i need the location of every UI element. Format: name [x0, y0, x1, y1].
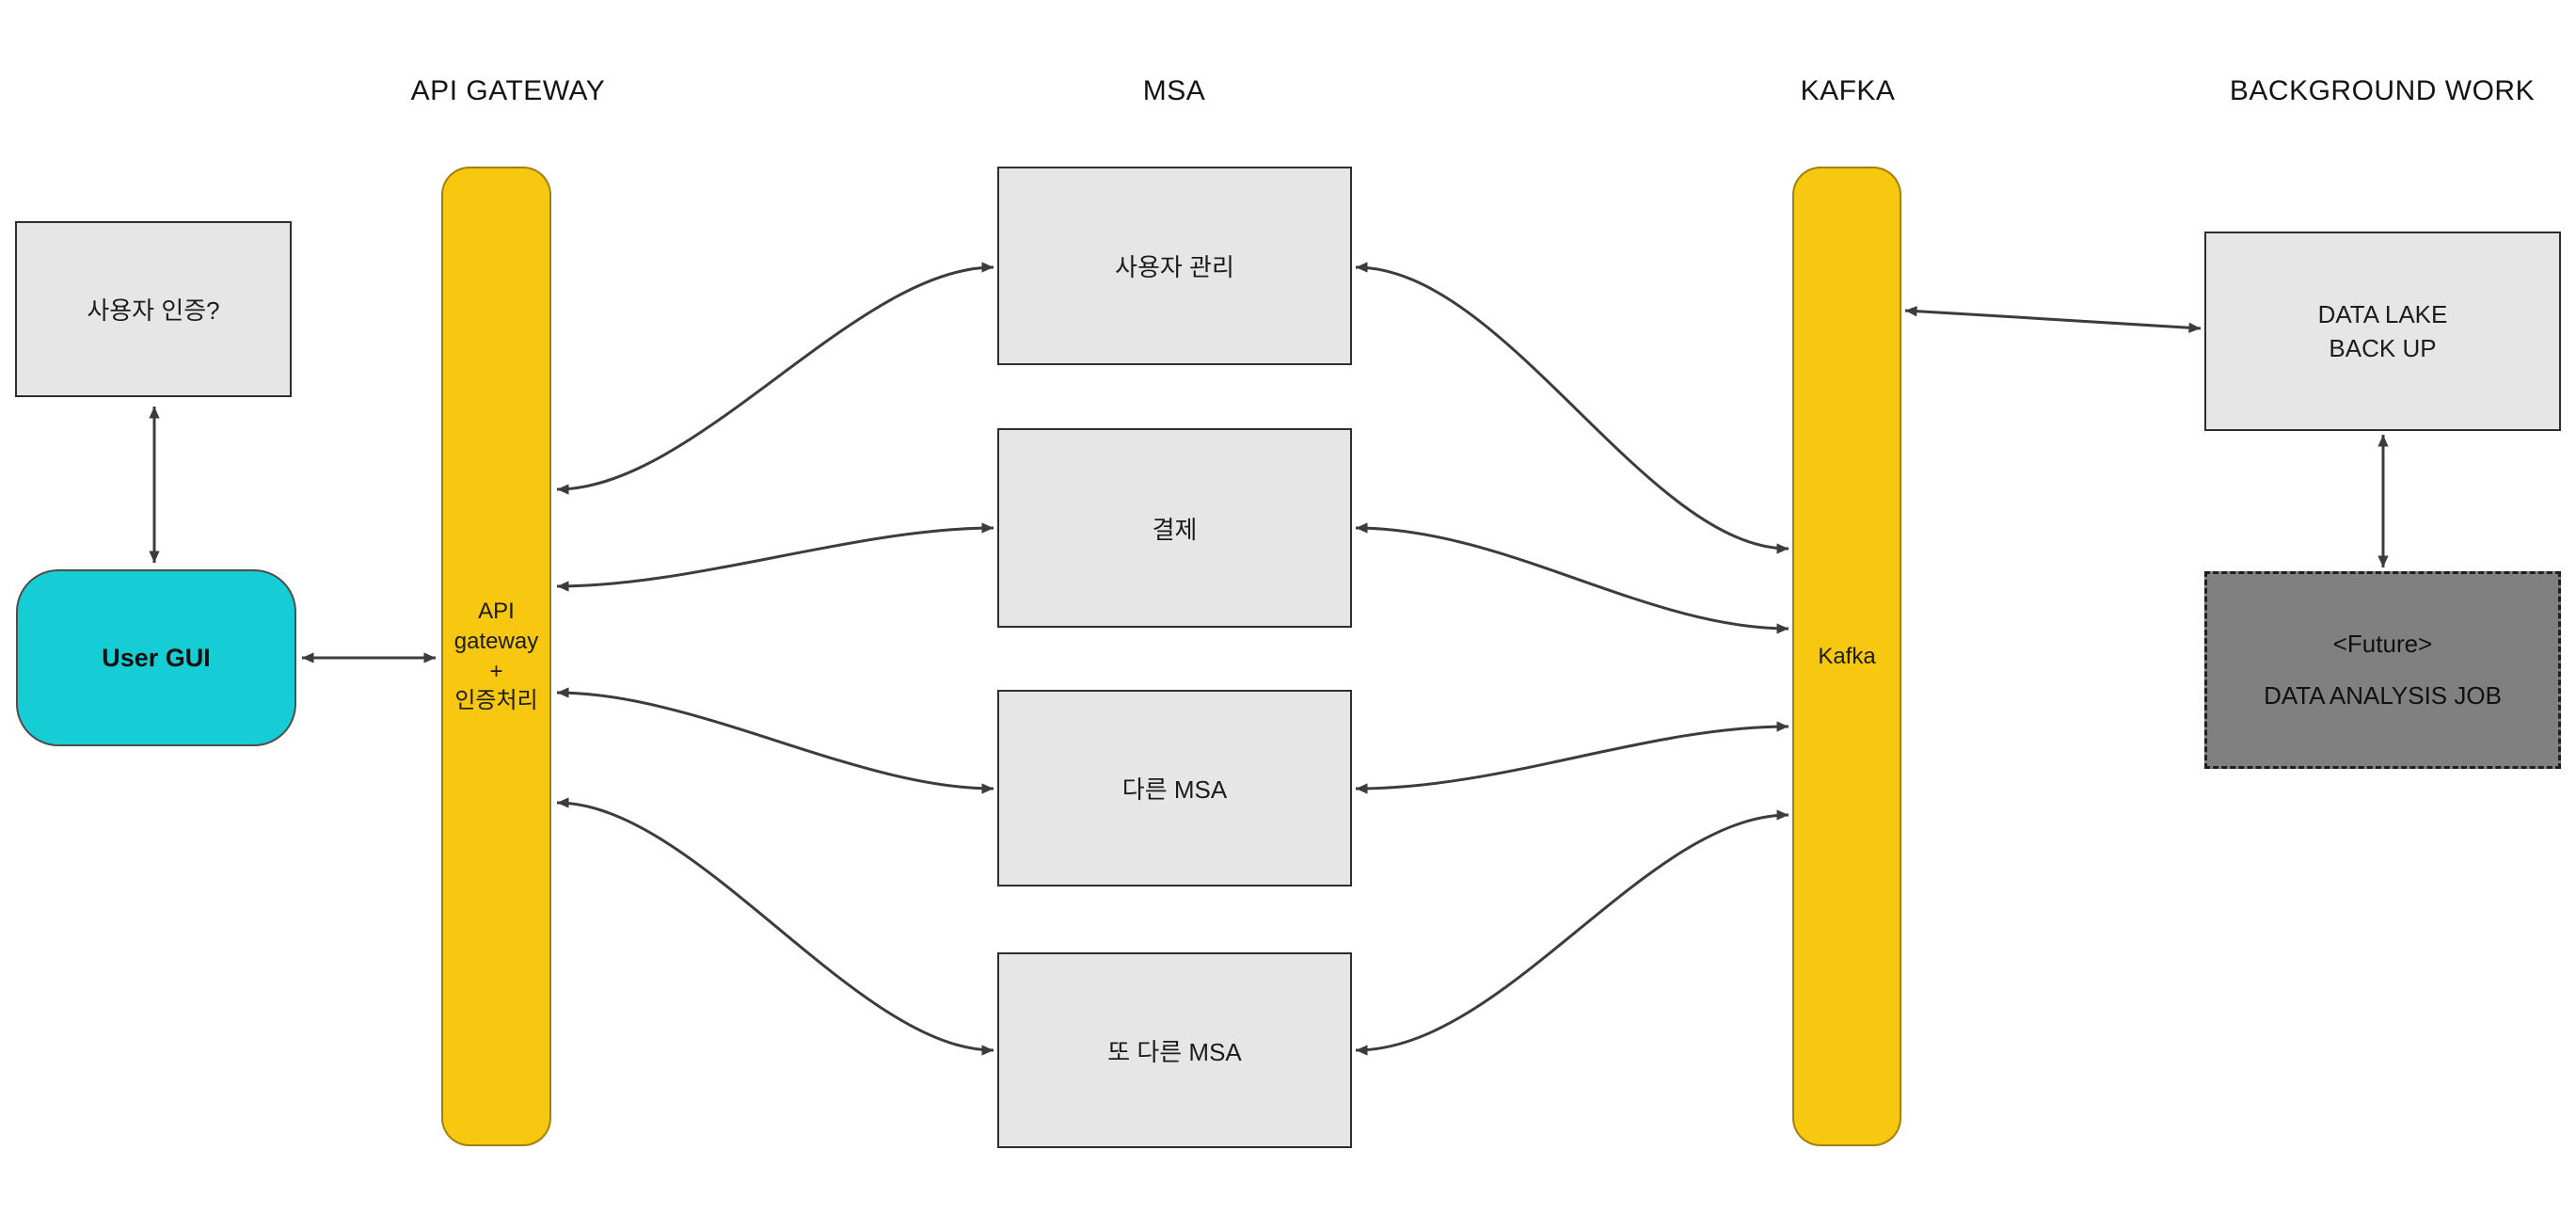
- arrow-gateway-msa4: [556, 797, 994, 1056]
- node-future-line1: <Future>: [2332, 630, 2433, 658]
- api-gateway-bar-line1: API: [478, 599, 515, 625]
- column-header-msa: MSA: [1142, 75, 1206, 106]
- column-header-background-work: BACKGROUND WORK: [2229, 75, 2536, 106]
- node-api-gateway-bar: API gateway + 인증처리: [441, 167, 551, 1146]
- node-msa-service-4-label: 또 다른 MSA: [1107, 1037, 1242, 1066]
- api-gateway-bar-line2: gateway: [453, 628, 539, 654]
- arrow-msa3-kafka: [1355, 721, 1789, 794]
- node-msa-service-2-label: 결제: [1152, 515, 1198, 544]
- node-data-lake-line2: BACK UP: [2329, 334, 2437, 362]
- node-msa-service-3-label: 다른 MSA: [1121, 775, 1228, 804]
- node-msa-service-1: 사용자 관리: [997, 167, 1352, 365]
- arrow-gateway-msa3: [556, 687, 994, 794]
- column-header-kafka: KAFKA: [1800, 75, 1896, 106]
- api-gateway-bar-line3: +: [489, 658, 503, 684]
- node-user-auth-label: 사용자 인증?: [87, 296, 220, 325]
- arrow-msa1-kafka: [1355, 262, 1789, 554]
- node-user-gui: User GUI: [16, 569, 296, 746]
- arrow-msa2-kafka: [1355, 522, 1789, 634]
- node-msa-service-3: 다른 MSA: [997, 690, 1352, 887]
- node-data-lake: DATA LAKE BACK UP: [2204, 232, 2561, 431]
- node-future-line2: DATA ANALYSIS JOB: [2264, 681, 2502, 710]
- api-gateway-bar-line4: 인증처리: [454, 688, 538, 714]
- column-header-api-gateway: API GATEWAY: [410, 75, 606, 106]
- arrow-msa4-kafka: [1355, 809, 1789, 1056]
- arrow-gateway-msa2: [556, 522, 994, 592]
- arrow-gateway-msa1: [556, 262, 994, 495]
- node-msa-service-1-label: 사용자 관리: [1115, 253, 1234, 281]
- node-user-auth: 사용자 인증?: [15, 221, 292, 397]
- node-kafka-bar: Kafka: [1792, 167, 1901, 1146]
- kafka-bar-label: Kafka: [1818, 643, 1876, 669]
- node-data-lake-line1: DATA LAKE: [2317, 299, 2448, 328]
- node-msa-service-4: 또 다른 MSA: [997, 952, 1352, 1148]
- node-msa-service-2: 결제: [997, 428, 1352, 628]
- node-future-analysis-job: <Future> DATA ANALYSIS JOB: [2204, 571, 2561, 769]
- node-user-gui-label: User GUI: [102, 643, 211, 672]
- arrow-kafka-datalake: [1904, 306, 2202, 333]
